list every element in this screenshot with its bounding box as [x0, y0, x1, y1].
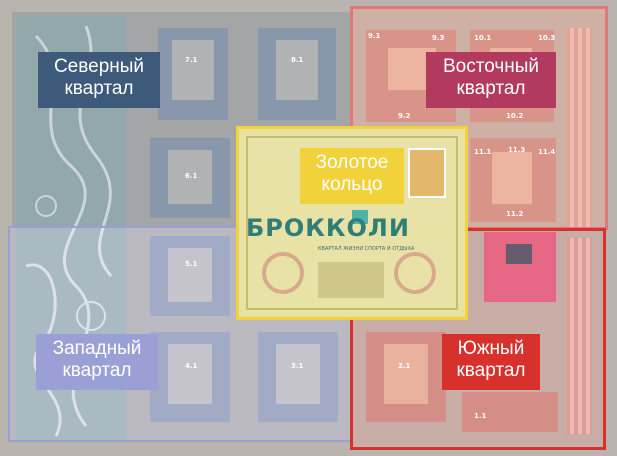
building-1-1 [462, 392, 558, 432]
courtyard-6-1 [168, 150, 212, 204]
courtyard-2-1 [384, 344, 428, 404]
plot-11-1: 11.1 [474, 148, 492, 156]
plot-3-1: 3.1 [291, 362, 304, 370]
label-east-quarter: Восточный квартал [426, 52, 556, 108]
sports-complex-inner [506, 244, 532, 264]
pond-left [262, 252, 304, 294]
courtyard-11 [492, 152, 532, 204]
plot-7-1: 7.1 [185, 56, 198, 64]
label-east-line2: квартал [456, 78, 526, 99]
courtyard-3-1 [276, 344, 320, 404]
plot-4-1: 4.1 [185, 362, 198, 370]
plot-8-1: 8.1 [291, 56, 304, 64]
label-east-line1: Восточный [442, 56, 540, 77]
pond-right [394, 252, 436, 294]
sports-complex [484, 232, 556, 302]
label-south-line2: квартал [456, 360, 526, 381]
label-north-line1: Северный [53, 56, 145, 77]
label-south-line1: Южный [457, 338, 525, 359]
courtyard-5-1 [168, 248, 212, 302]
brand-name: БРОККОЛИ [246, 214, 410, 242]
plot-10-2: 10.2 [506, 112, 524, 120]
label-south-quarter: Южный квартал [442, 334, 540, 390]
label-golden-line1: Золотое [315, 152, 389, 173]
plot-6-1: 6.1 [185, 172, 198, 180]
label-golden-ring: Золотое кольцо [300, 148, 404, 204]
plot-11-4: 11.4 [538, 148, 556, 156]
plot-10-3: 10.3 [538, 34, 556, 42]
label-north-line2: квартал [64, 78, 134, 99]
label-west-line1: Западный [52, 338, 142, 359]
brand-subtitle: КВАРТАЛ ЖИЗНИ СПОРТА И ОТДЫХА [318, 246, 415, 252]
courtyard-7-1 [172, 40, 214, 100]
courtyard-4-1 [168, 344, 212, 404]
plot-2-1: 2.1 [398, 362, 411, 370]
plot-10-1: 10.1 [474, 34, 492, 42]
plot-1-1: 1.1 [474, 412, 487, 420]
plot-11-2: 11.2 [506, 210, 524, 218]
stripe-south [566, 238, 592, 434]
plot-9-1: 9.1 [368, 32, 381, 40]
label-north-quarter: Северный квартал [38, 52, 160, 108]
golden-ring-inner [246, 136, 458, 310]
plot-11-3: 11.3 [508, 146, 526, 154]
label-west-line2: квартал [62, 360, 132, 381]
plot-9-3: 9.3 [432, 34, 445, 42]
central-square [318, 262, 384, 298]
pavilion [352, 210, 368, 224]
stadium [408, 148, 446, 198]
label-golden-line2: кольцо [321, 174, 383, 195]
stripe-east [566, 28, 592, 228]
courtyard-8-1 [276, 40, 318, 100]
label-west-quarter: Западный квартал [36, 334, 158, 390]
plot-9-2: 9.2 [398, 112, 411, 120]
plot-5-1: 5.1 [185, 260, 198, 268]
